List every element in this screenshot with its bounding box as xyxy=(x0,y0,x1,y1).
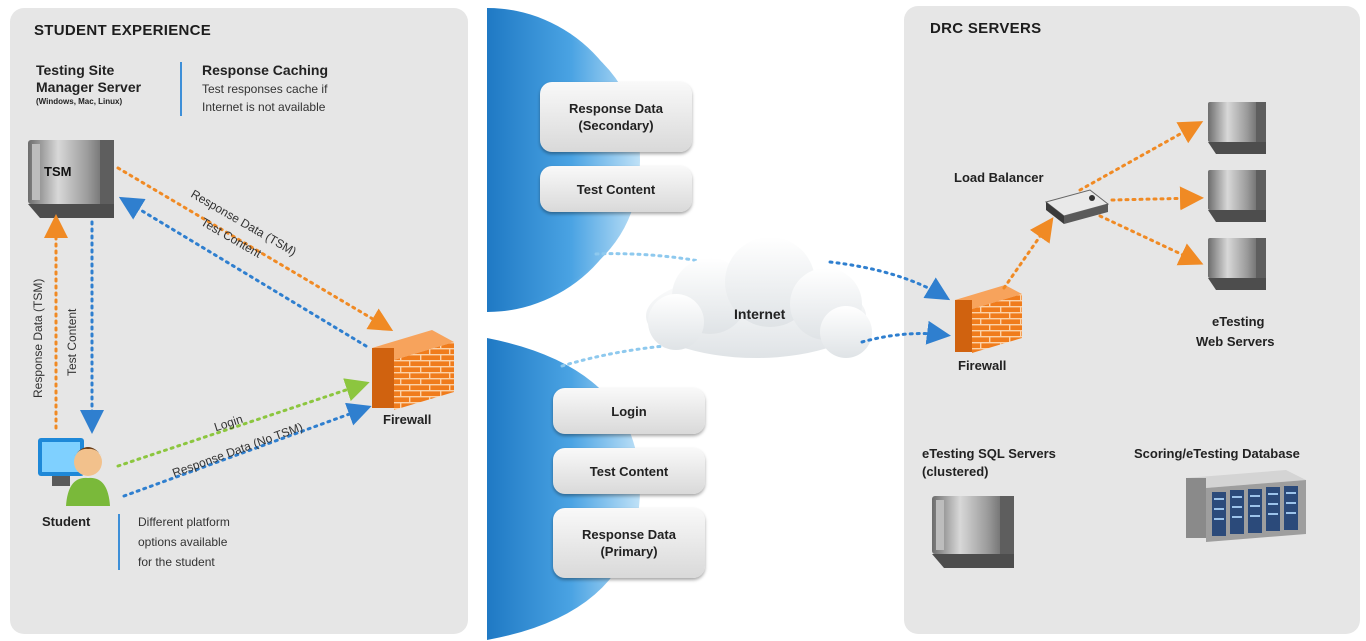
response-data-primary-box: Response Data (Primary) xyxy=(553,508,705,578)
drc-firewall-label: Firewall xyxy=(958,358,1007,373)
database-rack-icon xyxy=(1186,470,1306,542)
cloud-icon xyxy=(646,237,872,358)
platform-note-line2: options available xyxy=(138,535,228,549)
platform-note-line3: for the student xyxy=(138,555,215,569)
server-tower-icon xyxy=(1208,170,1266,222)
student-label: Student xyxy=(42,514,91,529)
scoring-database-label: Scoring/eTesting Database xyxy=(1134,446,1300,461)
caching-desc-line1: Test responses cache if xyxy=(202,82,328,96)
arrow-label-test-content-vertical: Test Content xyxy=(65,308,79,376)
internet-label: Internet xyxy=(734,306,786,322)
drc-panel-title: DRC SERVERS xyxy=(930,20,1042,37)
web-servers-label-line1: eTesting xyxy=(1212,314,1265,329)
student-panel-title: STUDENT EXPERIENCE xyxy=(34,22,212,39)
student-note-divider xyxy=(118,514,120,570)
test-content-upper-box: Test Content xyxy=(540,166,692,212)
tsm-platforms: (Windows, Mac, Linux) xyxy=(36,97,123,106)
firewall-brick-icon xyxy=(372,330,454,410)
student-firewall-label: Firewall xyxy=(383,412,432,427)
caching-title: Response Caching xyxy=(202,62,329,78)
student-computer-icon xyxy=(38,438,110,506)
server-tower-icon xyxy=(932,496,1014,568)
arrow-label-response-tsm-vertical: Response Data (TSM) xyxy=(31,278,45,398)
tsm-title-line2: Manager Server xyxy=(36,79,142,95)
server-tower-icon xyxy=(1208,238,1266,290)
response-data-secondary-box: Response Data (Secondary) xyxy=(540,82,692,152)
caching-divider xyxy=(180,62,182,116)
caching-desc-line2: Internet is not available xyxy=(202,100,326,114)
platform-note-line1: Different platform xyxy=(138,515,230,529)
server-tower-icon xyxy=(28,140,114,218)
tsm-label: TSM xyxy=(44,164,72,179)
login-box: Login xyxy=(553,388,705,434)
firewall-brick-icon xyxy=(955,285,1022,353)
load-balancer-icon xyxy=(1044,189,1110,224)
web-servers-label-line2: Web Servers xyxy=(1196,334,1275,349)
sql-servers-label-line1: eTesting SQL Servers xyxy=(922,446,1056,461)
tsm-title-line1: Testing Site xyxy=(36,62,115,78)
server-tower-icon xyxy=(1208,102,1266,154)
test-content-lower-box: Test Content xyxy=(553,448,705,494)
load-balancer-label: Load Balancer xyxy=(954,170,1044,185)
sql-servers-label-line2: (clustered) xyxy=(922,464,989,479)
